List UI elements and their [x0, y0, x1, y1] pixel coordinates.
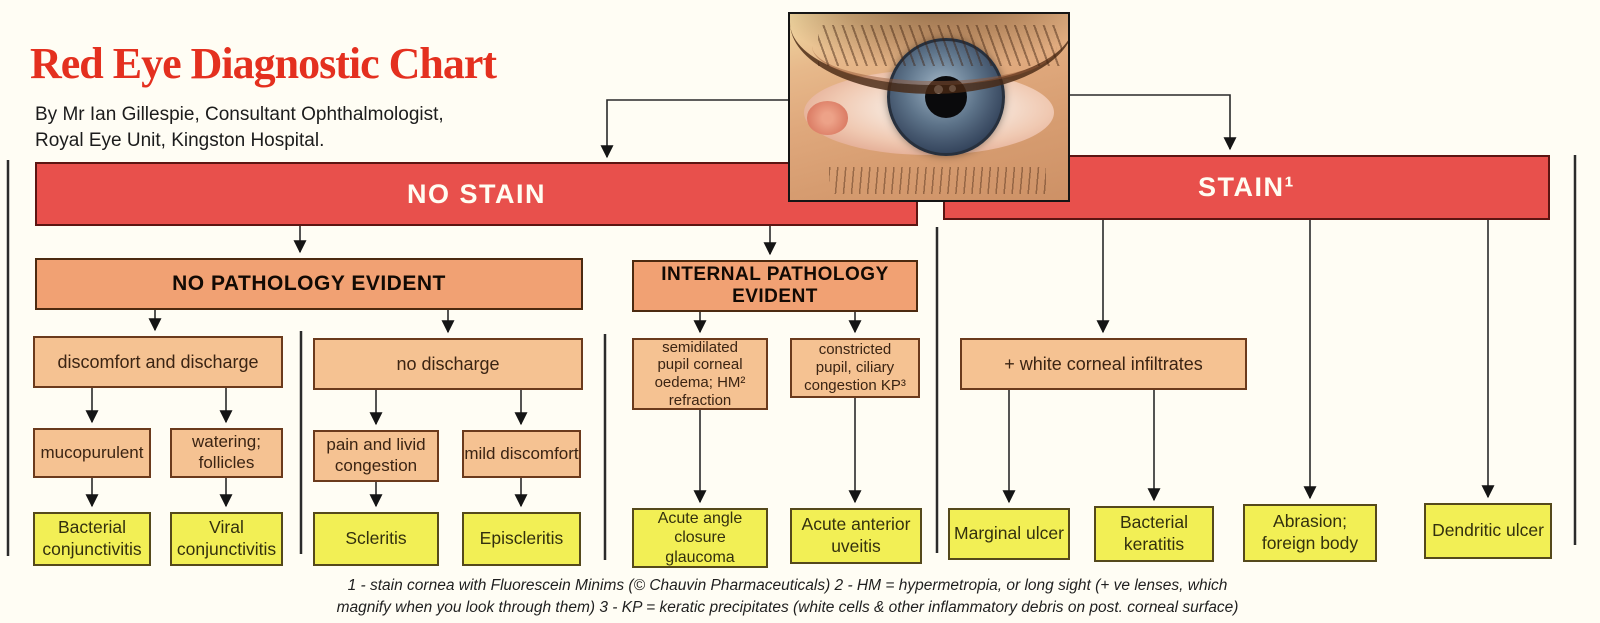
byline: By Mr Ian Gillespie, Consultant Ophthalm…: [35, 104, 444, 151]
lower-eyelashes: [828, 166, 1046, 195]
footnotes: 1 - stain cornea with Fluorescein Minims…: [336, 577, 1239, 617]
diagnosis-marginal-ulcer: Marginal ulcer: [948, 508, 1070, 560]
diagnosis-abrasion-foreign-body: Abrasion; foreign body: [1243, 504, 1377, 562]
condition-watering-follicles: watering; follicles: [170, 428, 283, 478]
eyelid-crease: [812, 14, 1057, 85]
header-no-pathology-evident: NO PATHOLOGY EVIDENT: [35, 258, 583, 310]
branch-bar-no-stain: NO STAIN: [35, 162, 918, 226]
diagnosis-viral-conjunctivitis: Viral conjunctivitis: [170, 512, 283, 566]
condition-white-corneal-infiltrates: + white corneal infiltrates: [960, 338, 1247, 390]
upper-eyelashes: [817, 25, 1063, 67]
page-title: Red Eye Diagnostic Chart: [30, 39, 497, 88]
condition-mild-discomfort: mild discomfort: [462, 430, 581, 478]
section-dividers: [6, 155, 1577, 560]
condition-discomfort-and-discharge: discomfort and discharge: [33, 336, 283, 388]
connector-lines: [85, 94, 1495, 508]
condition-constricted-pupil: constricted pupil, ciliary congestion KP…: [790, 338, 920, 398]
condition-semidilated-pupil: semidilated pupil corneal oedema; HM² re…: [632, 338, 768, 410]
condition-mucopurulent: mucopurulent: [33, 428, 151, 478]
header-internal-pathology-evident: INTERNAL PATHOLOGY EVIDENT: [632, 260, 918, 312]
diagnosis-bacterial-conjunctivitis: Bacterial conjunctivitis: [33, 512, 151, 566]
diagnosis-scleritis: Scleritis: [313, 512, 439, 566]
eye-photo: [788, 12, 1070, 202]
diagnosis-acute-anterior-uveitis: Acute anterior uveitis: [790, 508, 922, 564]
diagnosis-dendritic-ulcer: Dendritic ulcer: [1424, 503, 1552, 559]
upper-eyelid: [790, 14, 1068, 94]
diagnosis-bacterial-keratitis: Bacterial keratitis: [1094, 506, 1214, 562]
eye-inner-corner: [806, 101, 849, 135]
condition-pain-livid-congestion: pain and livid congestion: [313, 430, 439, 482]
condition-no-discharge: no discharge: [313, 338, 583, 390]
diagnosis-episcleritis: Episcleritis: [462, 512, 581, 566]
diagnosis-acute-angle-closure-glaucoma: Acute angle closure glaucoma: [632, 508, 768, 568]
